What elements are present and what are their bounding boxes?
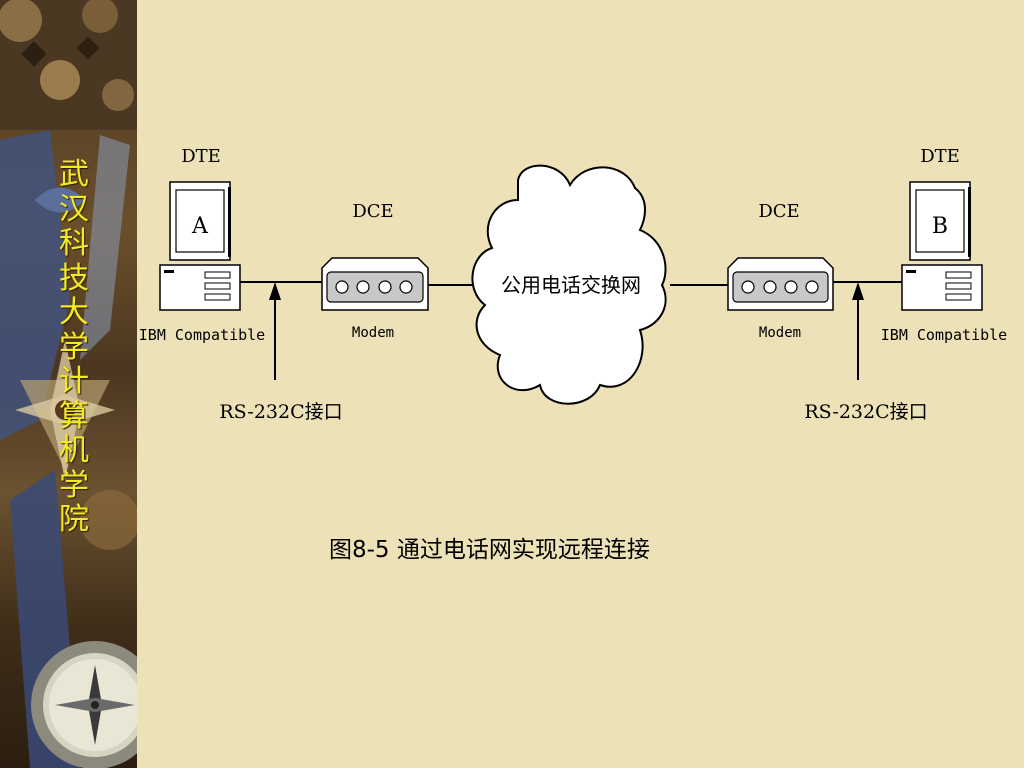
title-char: 院 (59, 502, 89, 537)
title-char: 学 (59, 329, 89, 365)
title-char: 武 (59, 157, 89, 192)
title-char: 科 (59, 226, 89, 261)
left-interface-arrowhead (269, 282, 281, 300)
medal-collage-image (0, 0, 137, 768)
left-interface-label: RS-232C接口 (219, 401, 342, 423)
title-char: 汉 (59, 191, 89, 227)
figure-caption: 图8-5 通过电话网实现远程连接 (329, 537, 650, 563)
left-modem-panel (326, 271, 424, 303)
left-drive-bay (204, 293, 231, 301)
right-drive-bay (945, 293, 972, 301)
cloud-shape (471, 164, 667, 405)
left-monitor-screen (175, 189, 225, 253)
title-char: 机 (59, 433, 89, 468)
right-computer: B (901, 181, 983, 311)
right-monitor-screen (915, 189, 965, 253)
right-unit-led (906, 270, 916, 273)
right-monitor-shade (968, 187, 971, 257)
left-modem-light (356, 280, 370, 294)
right-modem-light (784, 280, 798, 294)
right-drive-bay (945, 282, 972, 290)
left-modem (321, 257, 429, 311)
left-modem-light (378, 280, 392, 294)
title-char: 技 (59, 260, 89, 296)
right-modem-light (763, 280, 777, 294)
right-interface-label: RS-232C接口 (804, 401, 927, 423)
left-dte-label: DTE (181, 146, 221, 167)
left-modem-light (335, 280, 349, 294)
sidebar-banner: 武 汉 科 技 大 学 计 算 机 学 院 (0, 0, 137, 768)
right-modem-label: Modem (759, 325, 801, 341)
right-modem-light (741, 280, 755, 294)
title-char: 大 (59, 295, 89, 330)
terminal-letter-b: B (932, 214, 948, 239)
left-dce-label: DCE (352, 201, 393, 222)
right-modem (727, 257, 834, 311)
right-computer-label: IBM Compatible (881, 326, 1007, 344)
right-drive-bay (945, 271, 972, 279)
left-drive-bay (204, 271, 231, 279)
right-interface-arrowhead (852, 282, 864, 300)
cloud-label: 公用电话交换网 (501, 273, 641, 297)
left-unit-led (164, 270, 174, 273)
pstn-cloud: 公用电话交换网 (471, 164, 667, 405)
left-modem-light (399, 280, 413, 294)
right-modem-panel (732, 271, 829, 303)
title-char: 计 (59, 364, 89, 399)
left-modem-label: Modem (352, 325, 394, 341)
left-computer-label: IBM Compatible (139, 326, 265, 344)
right-modem-light (805, 280, 819, 294)
left-drive-bay (204, 282, 231, 290)
left-monitor-shade (228, 187, 231, 257)
right-dce-label: DCE (758, 201, 799, 222)
right-dte-label: DTE (920, 146, 960, 167)
institution-title: 武 汉 科 技 大 学 计 算 机 学 院 (52, 157, 96, 538)
left-computer: A (159, 181, 241, 311)
terminal-letter-a: A (191, 214, 209, 239)
title-char: 算 (59, 398, 89, 434)
title-char: 学 (59, 467, 89, 503)
